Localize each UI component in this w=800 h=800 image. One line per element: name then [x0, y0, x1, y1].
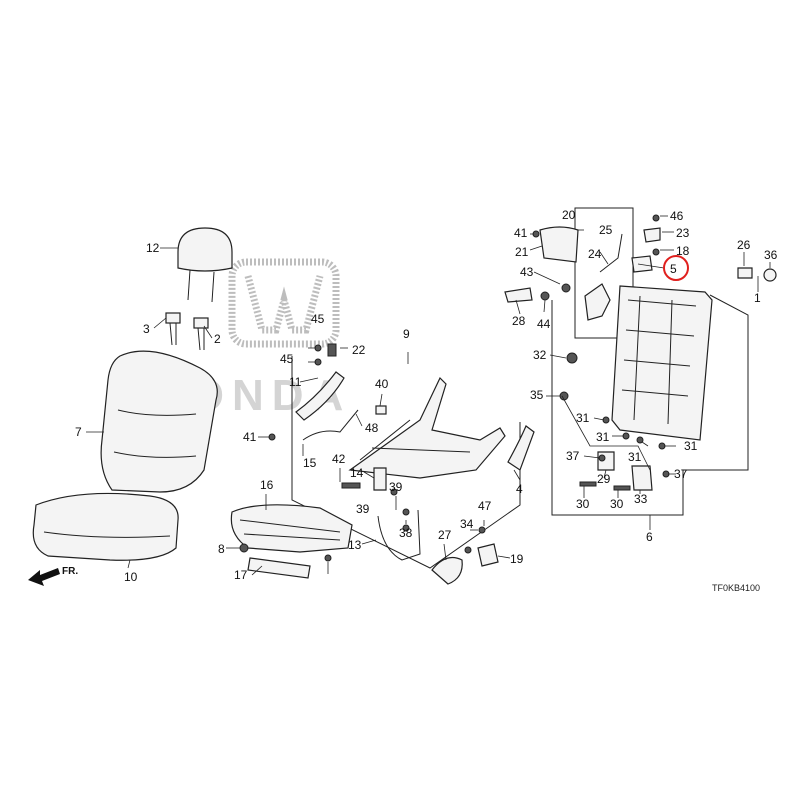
part-label-34[interactable]: 34 — [460, 517, 474, 531]
seatback-frame[interactable] — [611, 285, 713, 441]
part-label-41b[interactable]: 41 — [514, 226, 528, 240]
hinge-bracket-33[interactable] — [631, 465, 653, 491]
seat-side-cover-right[interactable] — [507, 425, 535, 471]
part-label-26[interactable]: 26 — [737, 238, 751, 252]
part-label-35[interactable]: 35 — [530, 388, 544, 402]
cushion-trim-strip[interactable] — [247, 557, 311, 579]
mounting-bracket-28[interactable] — [504, 287, 533, 303]
part-label-31a[interactable]: 31 — [576, 411, 590, 425]
part-label-37a[interactable]: 37 — [566, 449, 580, 463]
leg-cover[interactable] — [431, 557, 463, 585]
part-label-31b[interactable]: 31 — [596, 430, 610, 444]
seatback-group-outline — [551, 294, 749, 516]
headrest[interactable] — [177, 227, 233, 303]
part-label-8[interactable]: 8 — [218, 542, 225, 556]
part-label-3[interactable]: 3 — [143, 322, 150, 336]
part-label-16[interactable]: 16 — [260, 478, 274, 492]
part-label-11[interactable]: 11 — [289, 375, 302, 389]
part-label-31d[interactable]: 31 — [684, 439, 698, 453]
part-label-20[interactable]: 20 — [562, 208, 576, 222]
part-label-33[interactable]: 33 — [634, 492, 648, 506]
part-label-46[interactable]: 46 — [670, 209, 684, 223]
seat-frame[interactable] — [348, 376, 506, 479]
part-label-39a[interactable]: 39 — [389, 480, 403, 494]
seat-cushion[interactable] — [32, 492, 179, 561]
part-label-38[interactable]: 38 — [399, 526, 413, 540]
headrest-guide-right[interactable] — [193, 317, 209, 351]
seatback-striker-assembly[interactable] — [584, 283, 611, 321]
part-label-18[interactable]: 18 — [676, 244, 690, 258]
diagram-code: TF0KB4100 — [712, 583, 760, 593]
part-label-9[interactable]: 9 — [403, 327, 410, 341]
part-label-7[interactable]: 7 — [75, 425, 82, 439]
part-label-5[interactable]: 5 — [670, 262, 677, 276]
bracket-23[interactable] — [643, 227, 661, 243]
headrest-guide-left[interactable] — [165, 312, 181, 346]
part-label-42[interactable]: 42 — [332, 452, 346, 466]
part-label-19[interactable]: 19 — [510, 552, 524, 566]
part-label-24[interactable]: 24 — [588, 247, 602, 261]
part-label-22[interactable]: 22 — [352, 343, 366, 357]
part-label-28[interactable]: 28 — [512, 314, 526, 328]
bushing-26[interactable] — [737, 267, 753, 279]
striker-group-outline — [574, 207, 634, 339]
clip-40[interactable] — [375, 405, 387, 415]
part-labels: 1 2 3 4 5 6 7 8 9 10 11 12 13 14 15 16 1… — [75, 208, 778, 584]
seat-back-cover[interactable] — [100, 350, 218, 493]
part-label-13[interactable]: 13 — [348, 538, 362, 552]
part-label-39b[interactable]: 39 — [356, 502, 370, 516]
seat-cushion-frame[interactable] — [230, 504, 353, 553]
highlight-circle-part-5 — [663, 255, 689, 281]
part-label-30[interactable]: 30 — [576, 497, 590, 511]
part-label-14[interactable]: 14 — [350, 466, 364, 480]
striker-rod[interactable] — [599, 233, 623, 273]
part-label-6[interactable]: 6 — [646, 530, 653, 544]
part-label-32[interactable]: 32 — [533, 348, 547, 362]
part-label-40[interactable]: 40 — [375, 377, 389, 391]
part-label-45b[interactable]: 45 — [280, 352, 294, 366]
leg-rod[interactable] — [377, 509, 421, 561]
part-label-12[interactable]: 12 — [146, 241, 160, 255]
part-label-47[interactable]: 47 — [478, 499, 492, 513]
part-label-17[interactable]: 17 — [234, 568, 248, 582]
lock-assembly[interactable] — [631, 255, 653, 273]
part-label-1[interactable]: 1 — [754, 291, 761, 305]
part-label-21[interactable]: 21 — [515, 245, 529, 259]
seat-side-cover-left[interactable] — [295, 371, 345, 421]
recliner-cable[interactable] — [302, 409, 359, 441]
part-label-45a[interactable]: 45 — [311, 312, 325, 326]
part-label-4[interactable]: 4 — [516, 482, 523, 496]
part-label-25[interactable]: 25 — [599, 223, 613, 237]
part-label-15[interactable]: 15 — [303, 456, 317, 470]
seat-frame-group-outline — [291, 356, 521, 569]
part-label-36[interactable]: 36 — [764, 248, 778, 262]
part-label-27[interactable]: 27 — [438, 528, 452, 542]
part-label-30b[interactable]: 30 — [610, 497, 624, 511]
part-label-10[interactable]: 10 — [124, 570, 138, 584]
part-label-2[interactable]: 2 — [214, 332, 221, 346]
front-direction-label: FR. — [62, 566, 78, 577]
spring[interactable] — [373, 467, 387, 491]
part-label-37b[interactable]: 37 — [674, 467, 688, 481]
part-label-43[interactable]: 43 — [520, 265, 534, 279]
part-label-41a[interactable]: 41 — [243, 430, 257, 444]
part-label-29[interactable]: 29 — [597, 472, 611, 486]
front-direction-arrow: FR. — [28, 566, 78, 586]
striker-cover[interactable] — [539, 226, 579, 263]
release-lever[interactable] — [477, 543, 499, 567]
part-label-23[interactable]: 23 — [676, 226, 690, 240]
leader-lines — [86, 215, 771, 576]
part-label-31c[interactable]: 31 — [628, 450, 642, 464]
nut-36[interactable] — [763, 268, 777, 282]
part-label-48[interactable]: 48 — [365, 421, 379, 435]
part-label-44[interactable]: 44 — [537, 317, 551, 331]
